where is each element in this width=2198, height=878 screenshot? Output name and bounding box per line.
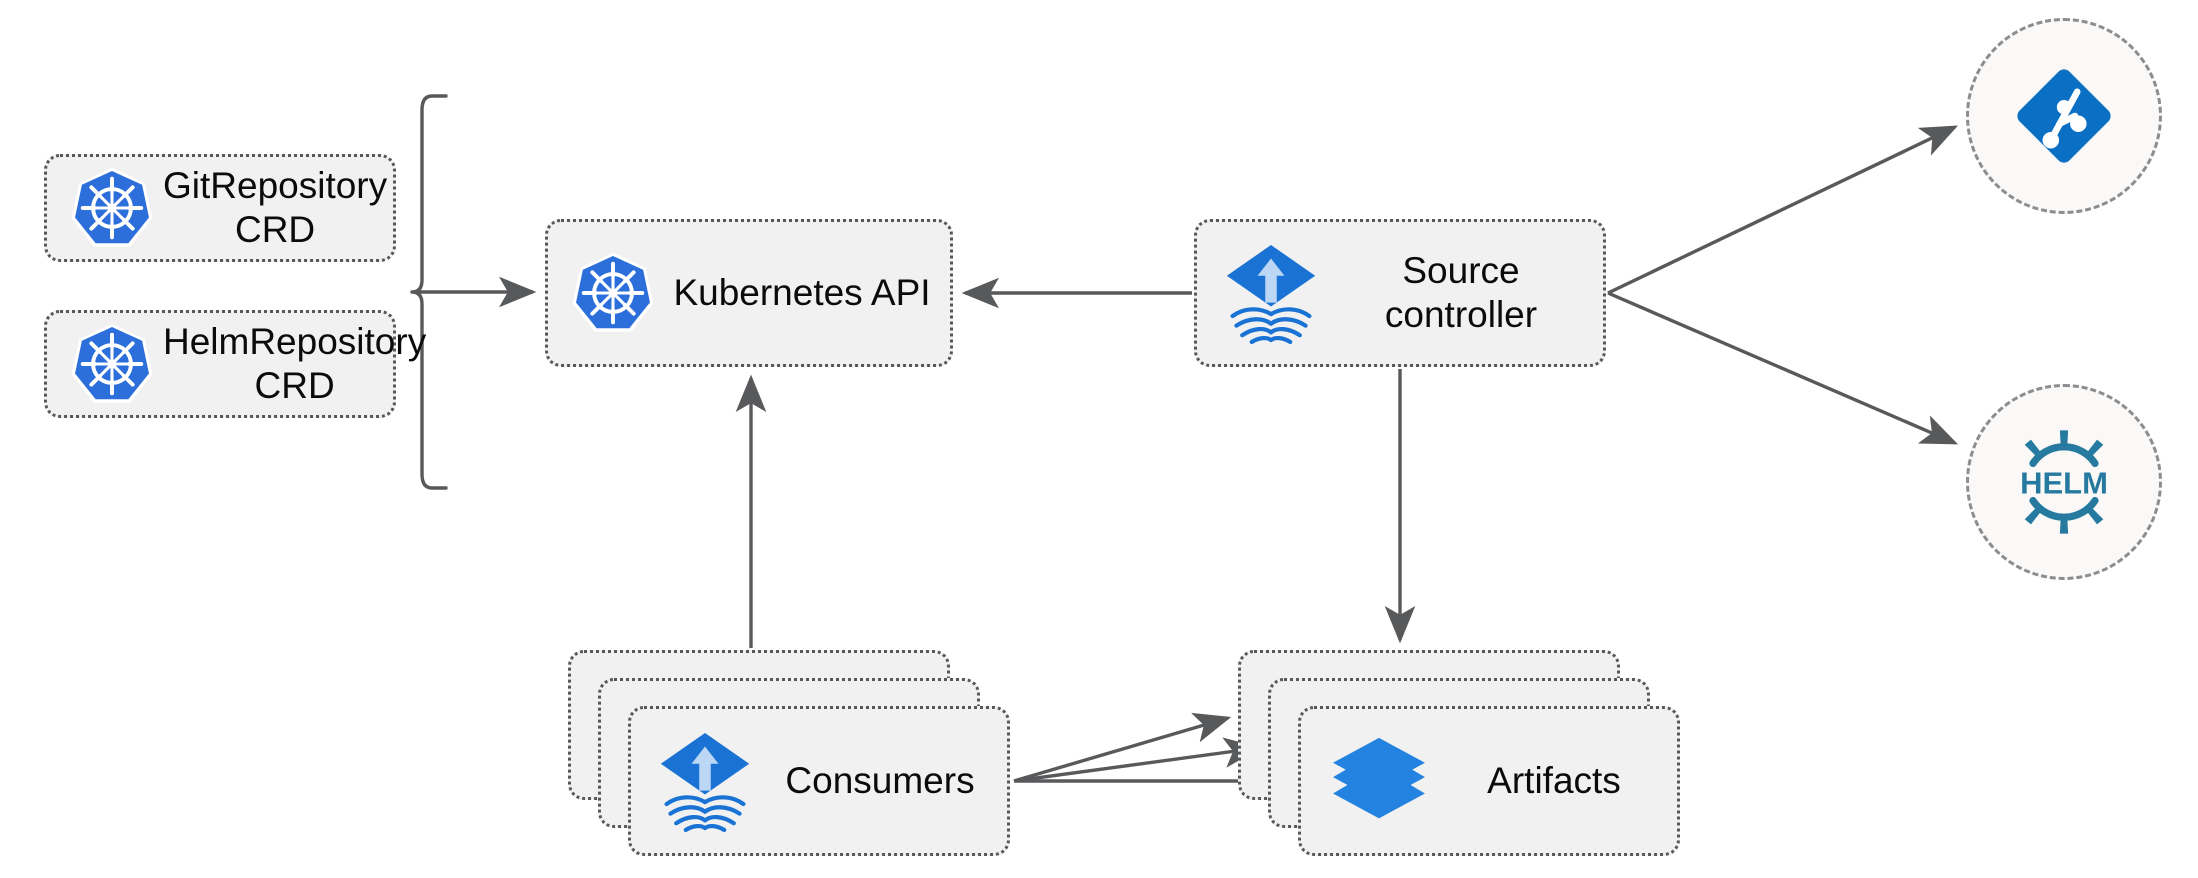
node-kubernetes-api[interactable]: Kubernetes API bbox=[545, 219, 953, 367]
node-label: Source controller bbox=[1384, 250, 1538, 335]
git-icon bbox=[2009, 61, 2119, 171]
node-source-controller[interactable]: Source controller bbox=[1194, 219, 1606, 367]
edge-source-controller-to-git bbox=[1607, 125, 1959, 295]
node-helm-repository-source[interactable]: HELM bbox=[1966, 384, 2162, 580]
node-gitrepository-crd[interactable]: GitRepository CRD bbox=[44, 154, 396, 262]
node-label: GitRepository CRD bbox=[163, 165, 388, 250]
helm-wordmark: HELM bbox=[2020, 465, 2108, 500]
crd-group-bracket bbox=[410, 94, 448, 490]
node-label: Artifacts bbox=[1487, 760, 1621, 802]
node-label: Consumers bbox=[785, 760, 975, 802]
kubernetes-icon bbox=[69, 321, 155, 407]
kubernetes-icon bbox=[570, 250, 656, 336]
node-artifacts[interactable]: Artifacts bbox=[1298, 706, 1680, 856]
edge-source-controller-to-helm bbox=[1607, 291, 1959, 445]
layers-icon bbox=[1331, 736, 1427, 826]
edge-consumers-to-artifacts-1 bbox=[1013, 712, 1232, 783]
edge-consumers-to-artifacts-2 bbox=[1013, 737, 1262, 783]
node-helmrepository-crd[interactable]: HelmRepository CRD bbox=[44, 310, 426, 418]
flux-icon bbox=[1223, 241, 1319, 345]
node-consumers[interactable]: Consumers bbox=[628, 706, 1010, 856]
kubernetes-icon bbox=[69, 165, 155, 251]
node-label: HelmRepository CRD bbox=[163, 321, 427, 406]
node-git-repository-source[interactable] bbox=[1966, 18, 2162, 214]
flux-icon bbox=[657, 729, 753, 833]
node-label: Kubernetes API bbox=[673, 272, 931, 314]
helm-icon: HELM bbox=[2002, 420, 2126, 544]
